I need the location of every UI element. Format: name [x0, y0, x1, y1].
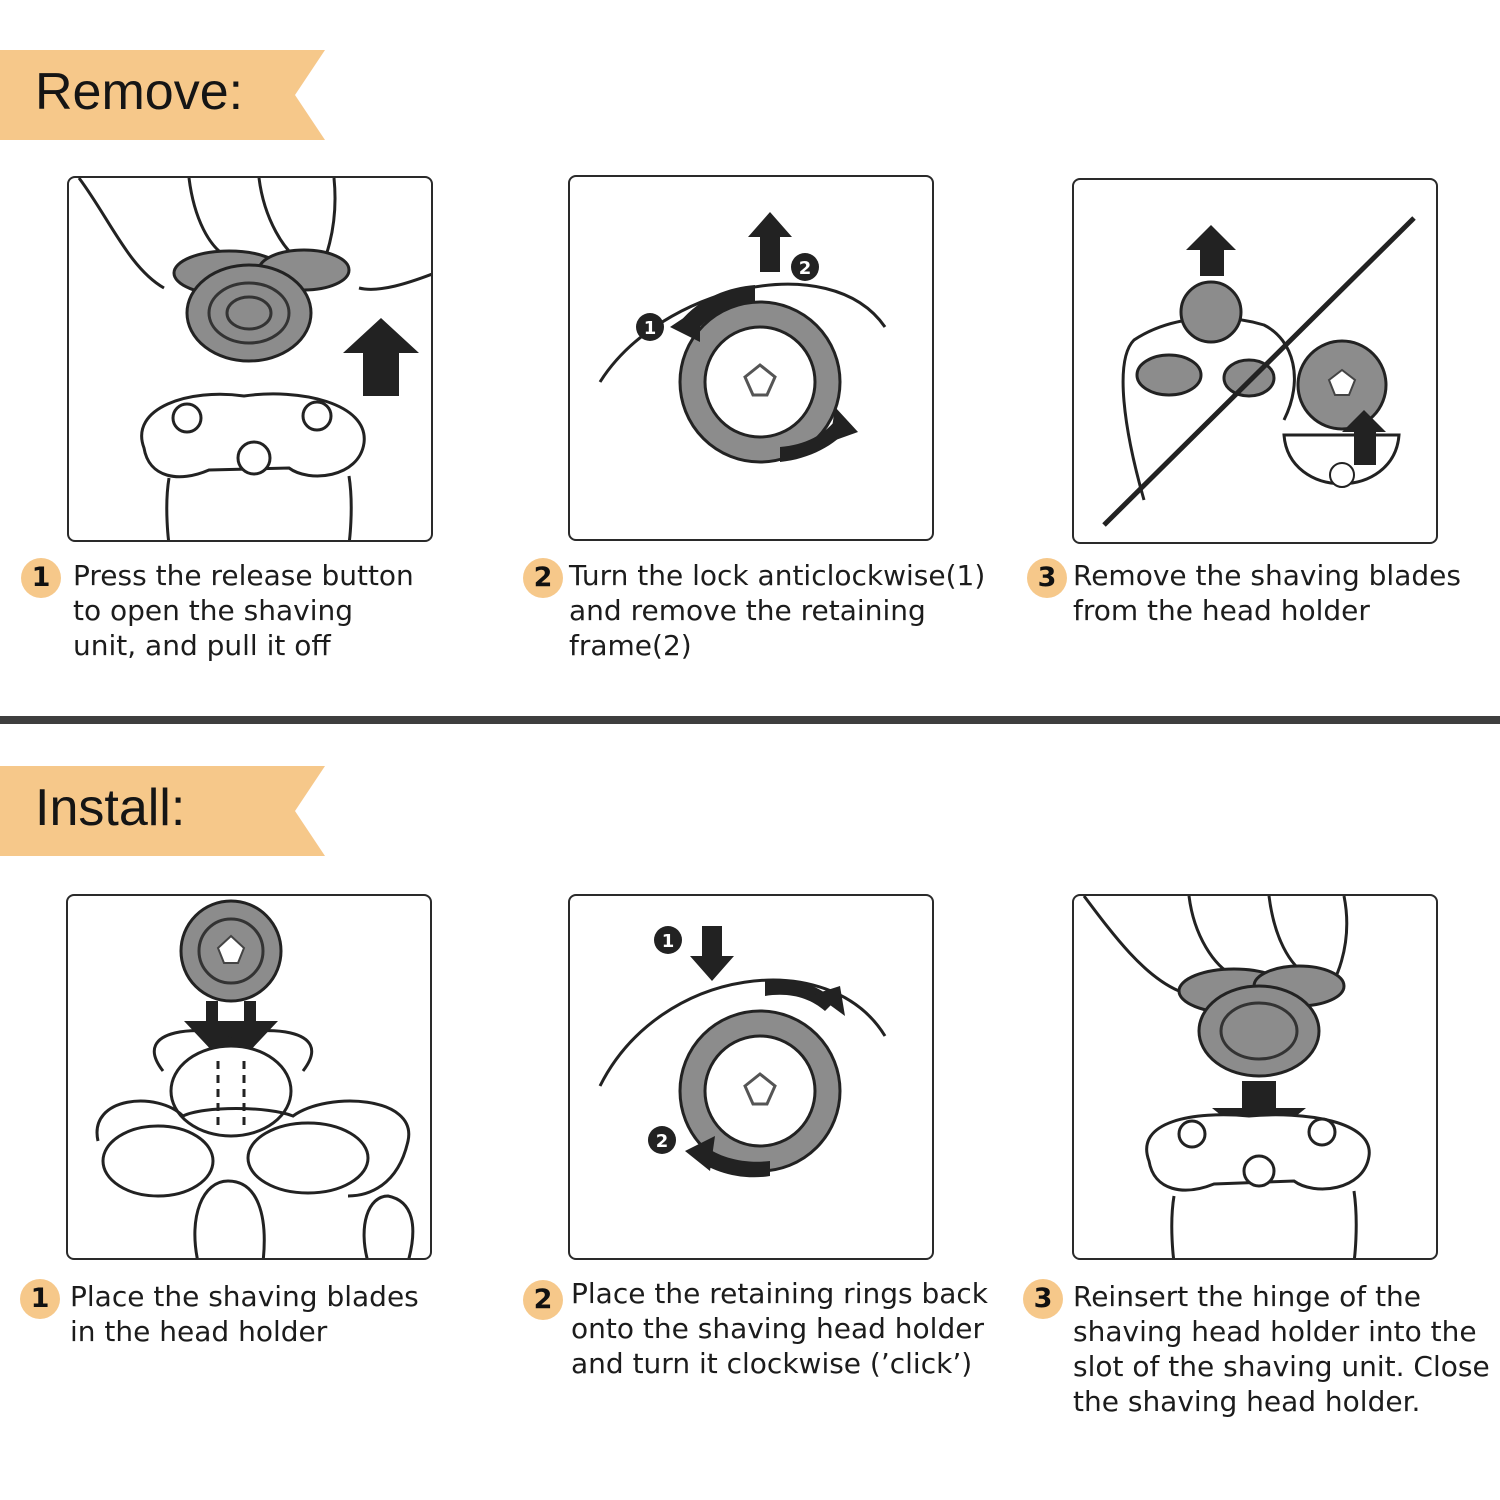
install-heading: Install: [35, 779, 186, 837]
step-number-badge: 1 [20, 1279, 60, 1319]
section-divider [0, 716, 1500, 724]
step-number-badge: 3 [1023, 1279, 1063, 1319]
callout-1: 1 [644, 318, 657, 339]
remove-heading: Remove: [35, 63, 244, 121]
remove-step-1-illustration [67, 176, 433, 542]
callout-2: 2 [656, 1131, 669, 1152]
install-step-3-illustration [1072, 894, 1438, 1260]
shaving-head-icon [172, 248, 351, 363]
remove-step-2-illustration: 1 2 [568, 175, 934, 541]
remove-banner: Remove: [0, 50, 325, 140]
step-number-badge: 1 [21, 558, 61, 598]
down-arrow-icon [1212, 1081, 1306, 1146]
retaining-ring-icon [678, 1009, 842, 1173]
rotate-arrow-icon [765, 979, 845, 1016]
install-step-1-illustration [66, 894, 432, 1260]
retaining-ring-icon [678, 300, 842, 464]
shaving-head-icon [1177, 964, 1346, 1078]
remove-step-3-illustration [1072, 178, 1438, 544]
up-arrow-icon [343, 318, 419, 396]
install-banner: Install: [0, 766, 325, 856]
up-arrow-icon [748, 212, 792, 272]
step-number-badge: 2 [523, 1280, 563, 1320]
install-step-2-illustration: 1 2 [568, 894, 934, 1260]
callout-2: 2 [799, 258, 812, 279]
blade-icon [179, 899, 283, 1003]
step-number-badge: 2 [523, 558, 563, 598]
down-arrow-icon [690, 926, 734, 981]
rotate-arrow-icon [670, 285, 755, 342]
step-number-badge: 3 [1027, 558, 1067, 598]
step-description: Turn the lock anticlockwise(1)and remove… [569, 559, 986, 662]
rotate-arrow-icon [780, 407, 858, 462]
blade-icon [1282, 339, 1401, 488]
rotate-arrow-icon [685, 1136, 770, 1178]
up-arrow-icon [1342, 410, 1386, 465]
up-arrow-icon [1186, 225, 1236, 276]
callout-1: 1 [662, 931, 675, 952]
